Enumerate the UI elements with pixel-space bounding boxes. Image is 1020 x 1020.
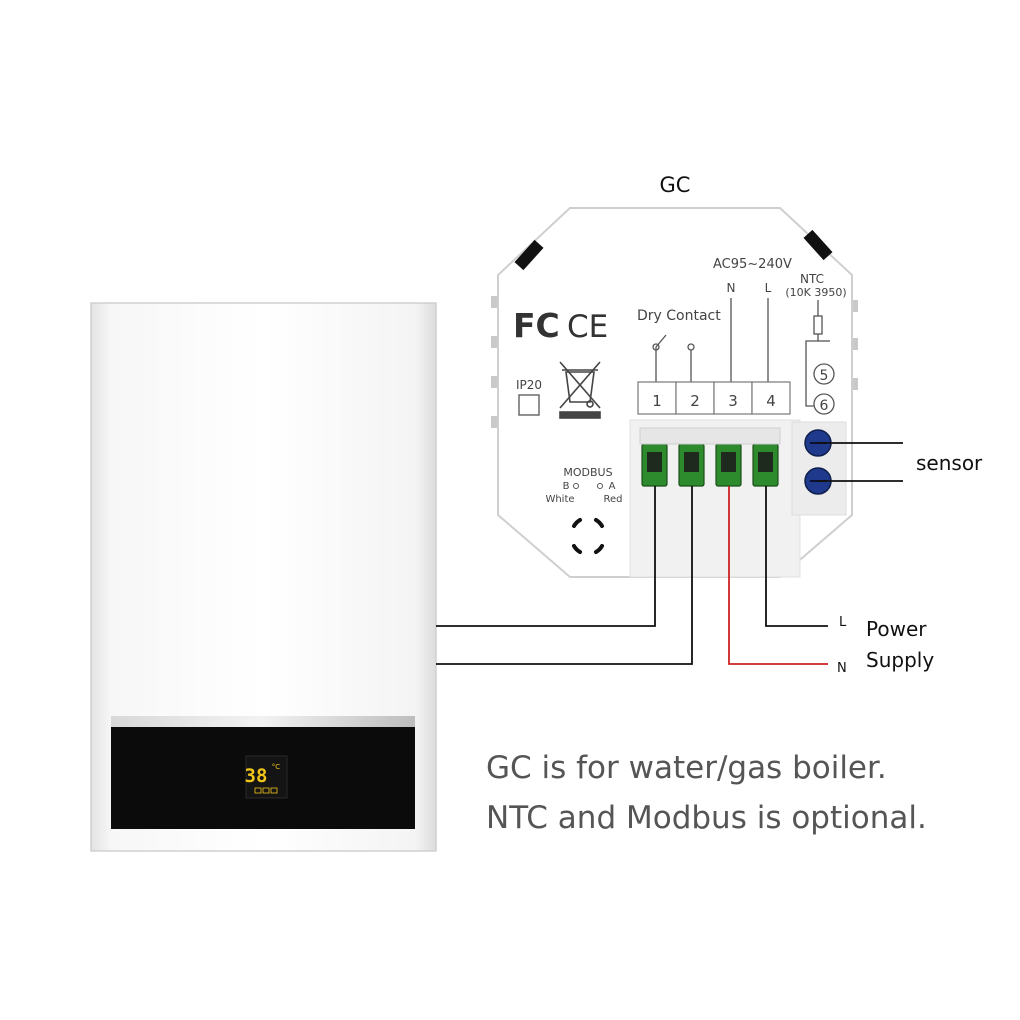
wire-terminal-4-l xyxy=(765,486,828,627)
terminal-4-label: 4 xyxy=(766,392,776,410)
boiler-status-icon xyxy=(270,787,278,794)
wire-terminal-2-to-boiler xyxy=(436,486,693,665)
terminal-3-label: 3 xyxy=(728,392,738,410)
ntc-terminal-5-label: 5 xyxy=(820,368,829,384)
module-title: GC xyxy=(660,173,691,197)
ntc-label: NTC xyxy=(800,272,824,286)
l-terminal-label: L xyxy=(765,281,772,295)
terminal-1-label: 1 xyxy=(652,392,662,410)
dry-contact-label: Dry Contact xyxy=(637,308,721,324)
boiler-screen xyxy=(245,755,288,799)
supply-label: Supply xyxy=(866,648,934,672)
n-wire-label: N xyxy=(837,661,847,676)
wire-terminal-3-n-red xyxy=(728,486,828,665)
caption-line-1: GC is for water/gas boiler. xyxy=(486,750,887,786)
corner-clip xyxy=(514,239,544,271)
modbus-label: MODBUS xyxy=(563,466,612,479)
boiler: 38 °C xyxy=(90,302,437,852)
ip-rating-box xyxy=(518,394,540,416)
voltage-label: AC95~240V xyxy=(713,257,792,272)
ip-rating: IP20 xyxy=(516,378,542,392)
modbus-b-point xyxy=(573,483,579,489)
ntc-symbol xyxy=(805,300,830,407)
dry-contact-symbol xyxy=(652,334,695,382)
boiler-status-icon xyxy=(262,787,270,794)
n-terminal-label: N xyxy=(727,281,736,295)
boiler-display-temp: 38 xyxy=(245,765,268,787)
power-label: Power xyxy=(866,617,927,641)
modbus-red-label: Red xyxy=(604,494,623,505)
fcc-logo: FC xyxy=(513,306,560,345)
modbus-white-label: White xyxy=(545,494,574,505)
weee-bin-icon xyxy=(559,361,601,419)
l-wire-label: L xyxy=(839,615,847,630)
gc-module: GC FC CE IP20 xyxy=(491,173,858,578)
terminal-block: 1 2 3 4 xyxy=(637,381,791,415)
wire-terminal-1-to-boiler xyxy=(436,486,656,627)
terminal-2-label: 2 xyxy=(690,392,700,410)
modbus-port-icon xyxy=(572,518,604,554)
ce-logo: CE xyxy=(567,309,608,345)
screw-connectors xyxy=(639,427,781,487)
ntc-terminal-6-label: 6 xyxy=(820,398,829,414)
corner-clip xyxy=(803,229,833,261)
modbus-a-label: A xyxy=(609,481,616,492)
sensor-label: sensor xyxy=(916,451,983,475)
caption-line-2: NTC and Modbus is optional. xyxy=(486,800,927,836)
boiler-display-unit: °C xyxy=(272,763,281,771)
modbus-b-label: B xyxy=(563,481,570,492)
boiler-panel-strip xyxy=(111,716,415,727)
modbus-a-point xyxy=(597,483,603,489)
ntc-spec-label: (10K 3950) xyxy=(785,286,846,299)
ntc-terminal-5 xyxy=(813,363,835,385)
wires xyxy=(436,442,903,665)
boiler-status-icon xyxy=(254,787,262,794)
ntc-terminal-6 xyxy=(813,393,835,415)
